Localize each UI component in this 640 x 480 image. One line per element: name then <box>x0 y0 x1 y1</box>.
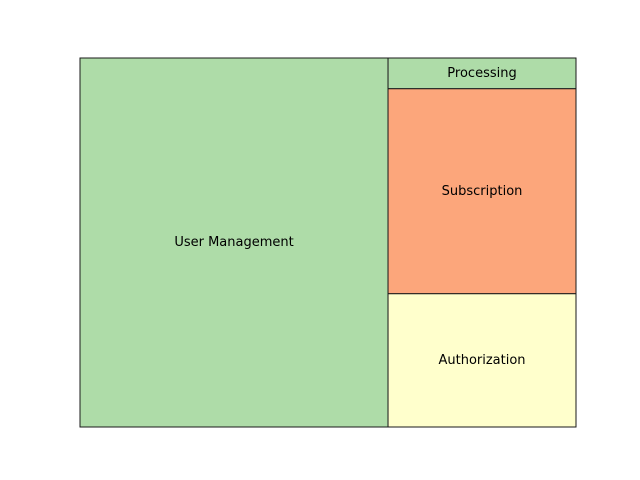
treemap-tile-user-management <box>79 57 389 428</box>
treemap-label-user-management: User Management <box>174 235 293 250</box>
treemap-label-authorization: Authorization <box>438 353 525 368</box>
treemap-label-processing: Processing <box>447 66 516 81</box>
treemap-tile-processing <box>387 57 577 90</box>
treemap-labels: User Management ProcessingSubscriptionAut… <box>174 66 525 368</box>
treemap-label-subscription: Subscription <box>442 184 523 199</box>
treemap-tile-authorization <box>387 293 577 428</box>
treemap-tile-subscription <box>387 88 577 295</box>
treemap-tiles <box>79 57 577 428</box>
